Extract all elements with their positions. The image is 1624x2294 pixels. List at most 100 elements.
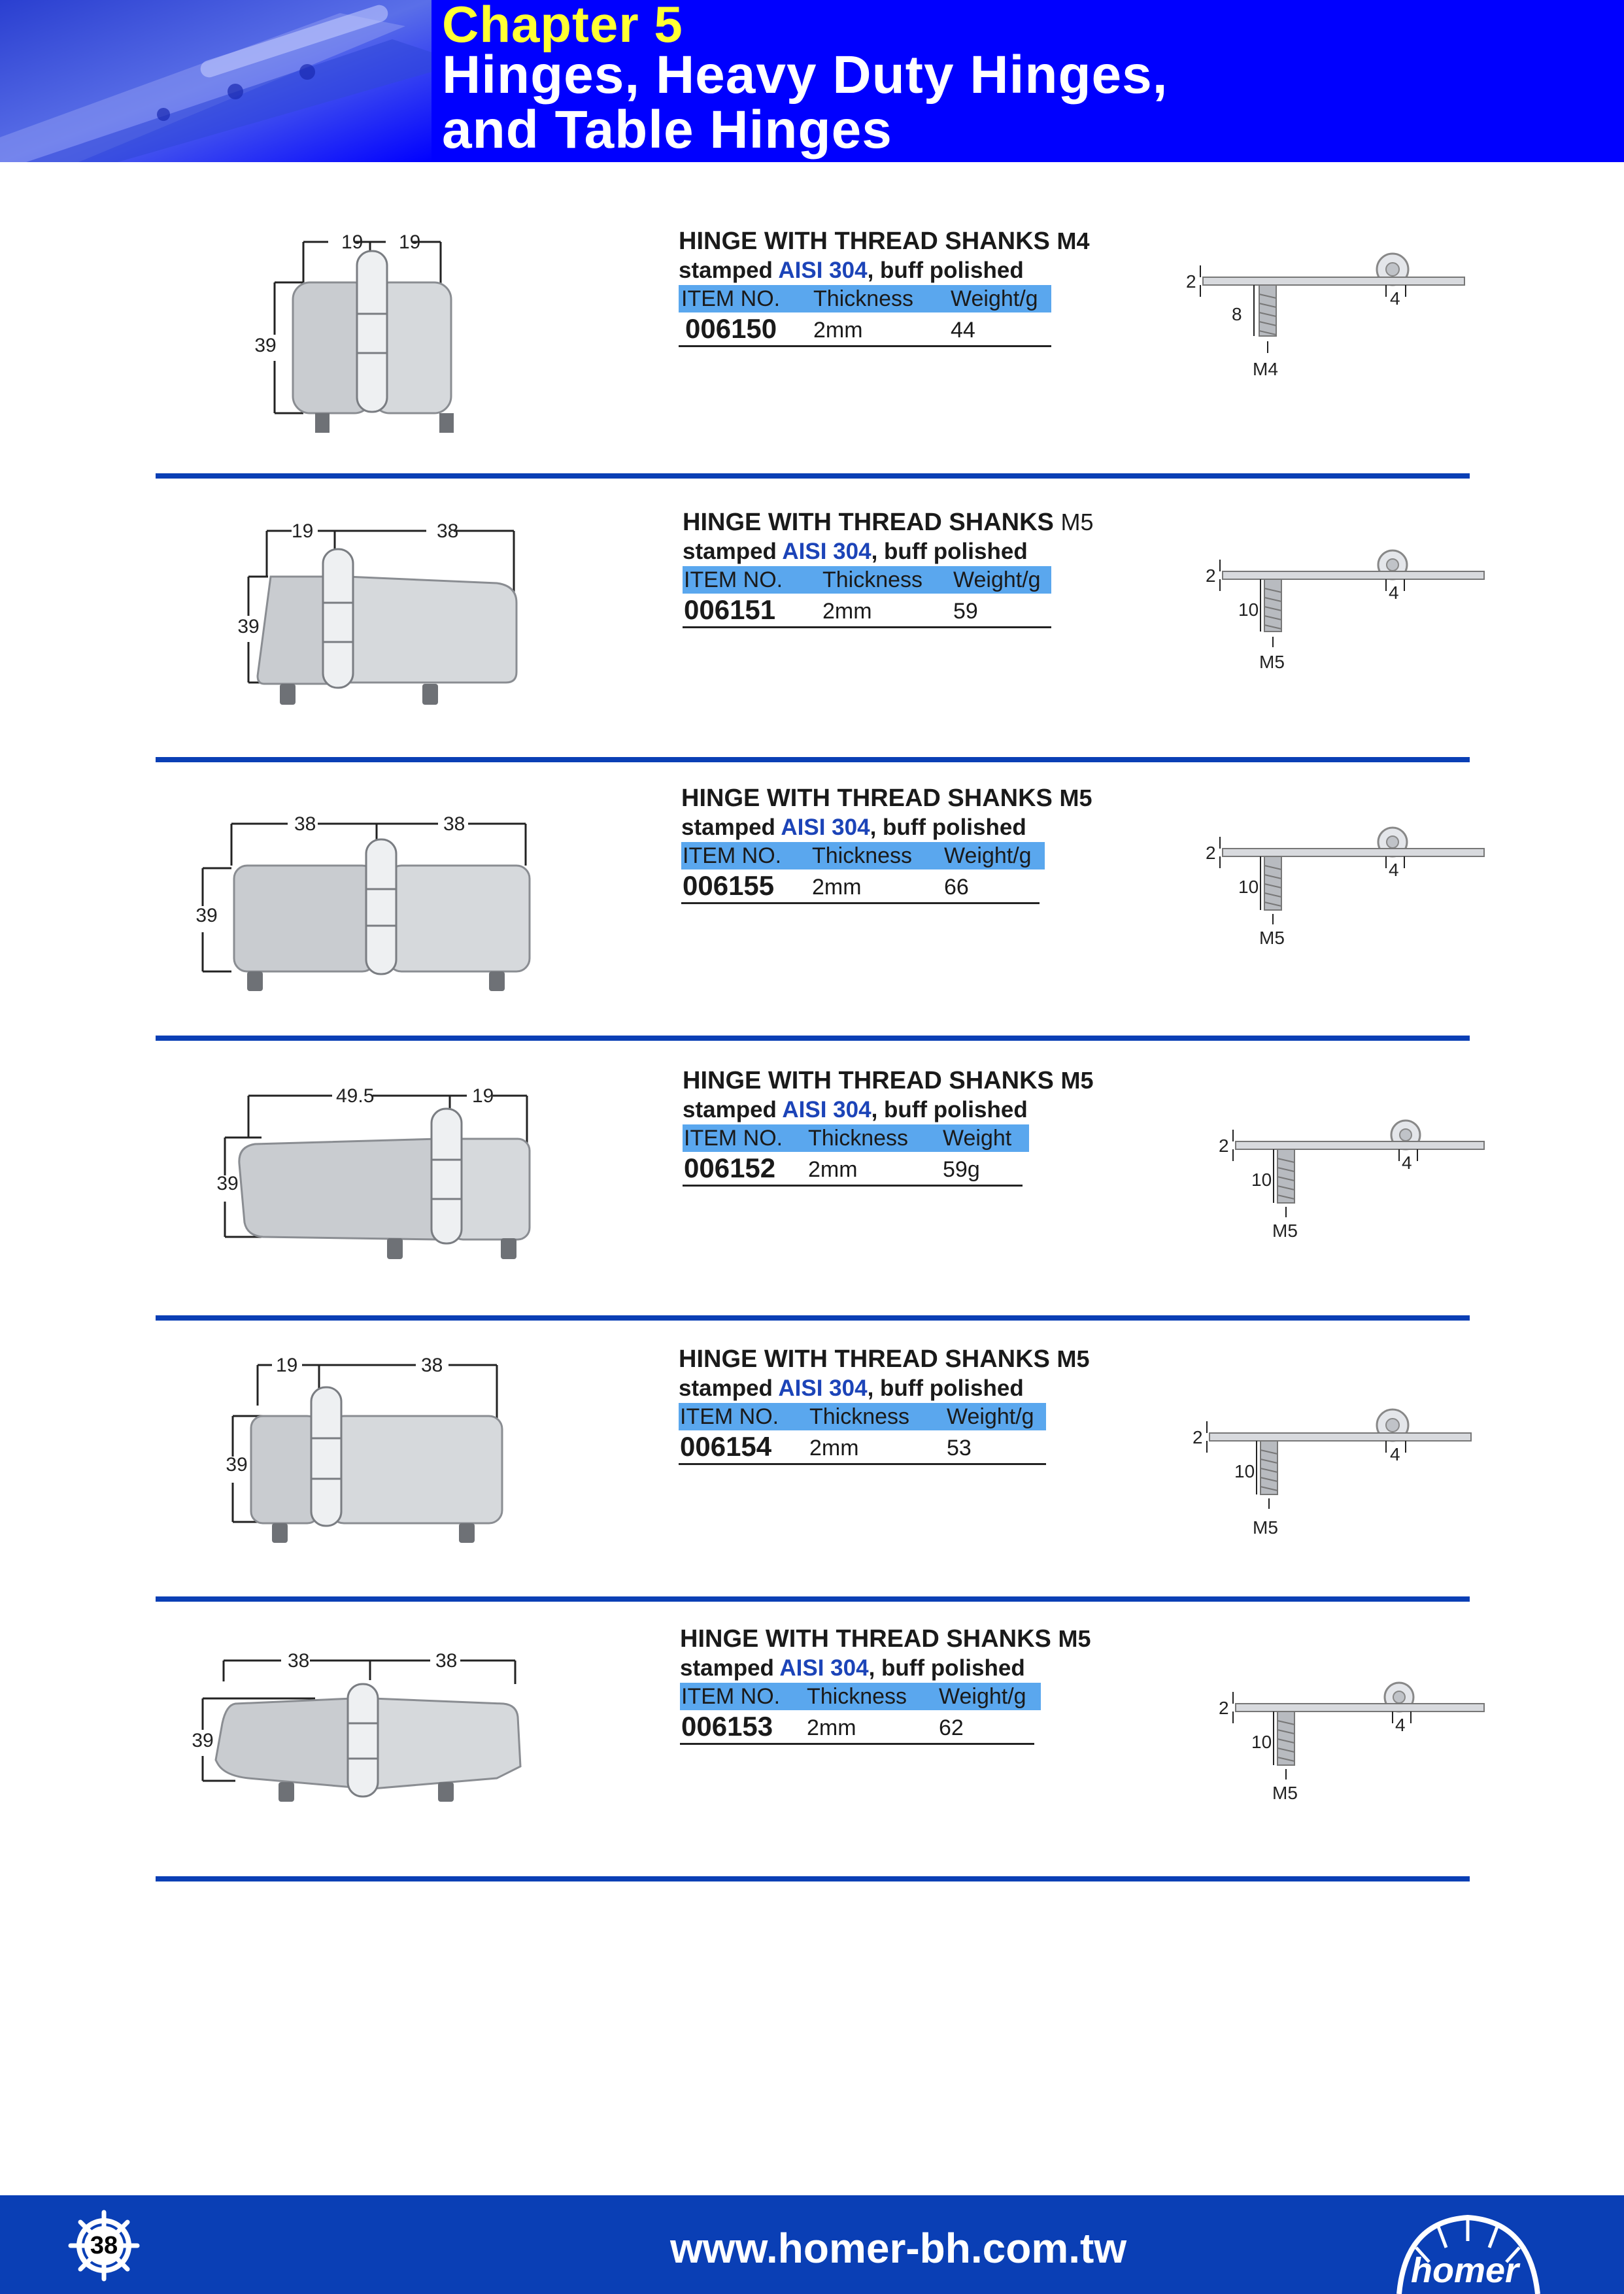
ship-wheel-icon — [68, 2210, 140, 2282]
material-pre: stamped — [679, 258, 779, 283]
item-number: 006151 — [684, 594, 776, 625]
material-pre: stamped — [680, 1655, 780, 1681]
thread-size: M5 — [1059, 784, 1092, 811]
dim-plate: 2 — [1193, 1427, 1203, 1447]
weight-value: 44 — [951, 318, 975, 343]
thickness-value: 2mm — [809, 1436, 859, 1460]
row-divider — [156, 1315, 1470, 1321]
dim-height: 39 — [254, 335, 276, 356]
dim-knuckle: 4 — [1390, 1444, 1400, 1464]
material-line: stamped AISI 304, buff polished — [683, 1097, 1088, 1124]
material-line: stamped AISI 304, buff polished — [681, 815, 1087, 842]
material-line: stamped AISI 304, buff polished — [683, 539, 1088, 566]
table-header: ITEM NO. Thickness Weight/g — [679, 1403, 1046, 1430]
material-line: stamped AISI 304, buff polished — [679, 258, 1084, 285]
col-weight: Weight/g — [951, 286, 1038, 311]
product-title: HINGE WITH THREAD SHANKS M5 — [683, 509, 1093, 539]
col-item: ITEM NO. — [684, 1126, 783, 1151]
material-grade: AISI 304 — [781, 815, 870, 840]
table-header: ITEM NO. Thickness Weight/g — [680, 1683, 1041, 1710]
title-text: HINGE WITH THREAD SHANKS — [683, 509, 1061, 536]
dim-knuckle: 4 — [1402, 1153, 1412, 1173]
chapter-title-line1: Hinges, Heavy Duty Hinges, — [442, 45, 1168, 105]
row-divider — [156, 1036, 1470, 1041]
material-post: , buff polished — [871, 1097, 1028, 1122]
material-pre: stamped — [683, 1097, 783, 1122]
product-title: HINGE WITH THREAD SHANKS M5 — [679, 1345, 1089, 1375]
col-weight: Weight/g — [944, 843, 1032, 868]
weight-value: 59g — [943, 1157, 980, 1182]
dim-thread: M5 — [1272, 1221, 1298, 1241]
item-number: 006154 — [680, 1431, 772, 1462]
col-thickness: Thickness — [812, 843, 913, 868]
chapter-label: Chapter 5 — [442, 0, 683, 53]
hinge-photo: 19 38 39 — [226, 1355, 503, 1543]
table-header: ITEM NO. Thickness Weight/g — [683, 566, 1051, 594]
product-row: 19 38 39 HINGE WITH THREAD SHANKS M5 sta… — [0, 505, 1624, 784]
dim-right: 19 — [472, 1085, 494, 1107]
page-number-badge: 38 — [68, 2210, 140, 2282]
spec-block: HINGE WITH THREAD SHANKS M5 stamped AISI… — [680, 1625, 1091, 1745]
spec-block: HINGE WITH THREAD SHANKS M4 stamped AISI… — [679, 228, 1089, 347]
dim-knuckle: 4 — [1390, 288, 1400, 309]
title-text: HINGE WITH THREAD SHANKS — [681, 784, 1060, 812]
thickness-value: 2mm — [808, 1157, 858, 1182]
logo-text: homer — [1411, 2251, 1519, 2290]
page-footer: 38 www.homer-bh.com.tw homer — [0, 2195, 1624, 2294]
material-grade: AISI 304 — [778, 258, 868, 283]
material-post: , buff polished — [867, 258, 1024, 283]
table-row: 006155 2mm 66 — [681, 869, 1040, 904]
cross-section-diagram: 2 4 8 M4 — [1186, 252, 1465, 379]
col-thickness: Thickness — [813, 286, 914, 311]
title-text: HINGE WITH THREAD SHANKS — [679, 1345, 1057, 1373]
logo-arc-icon — [1396, 2214, 1540, 2294]
website-url[interactable]: www.homer-bh.com.tw — [670, 2225, 1127, 2272]
product-row: 19 19 39 HINGE WITH THREAD SHANKS M4 sta… — [0, 222, 1624, 502]
item-number: 006155 — [683, 870, 775, 901]
thickness-value: 2mm — [812, 875, 862, 900]
hinge-photo: 49.5 19 39 — [216, 1085, 531, 1259]
chapter-header: Chapter 5 Hinges, Heavy Duty Hinges, and… — [0, 0, 1624, 162]
dim-thread: M4 — [1253, 359, 1278, 379]
thread-size: M5 — [1060, 509, 1094, 535]
col-weight: Weight/g — [947, 1404, 1034, 1429]
product-row: 19 38 39 HINGE WITH THREAD SHANKS M5 sta… — [0, 1345, 1624, 1625]
col-item: ITEM NO. — [680, 1404, 779, 1429]
thread-size: M5 — [1058, 1625, 1091, 1652]
table-header: ITEM NO. Thickness Weight — [683, 1124, 1029, 1152]
dim-left: 38 — [288, 1650, 309, 1672]
cross-section-diagram: 2 4 10 M5 — [1219, 1681, 1485, 1803]
product-row: 38 38 39 HINGE WITH THREAD SHANKS M5 sta… — [0, 1625, 1624, 1905]
table-header: ITEM NO. Thickness Weight/g — [681, 842, 1045, 869]
material-line: stamped AISI 304, buff polished — [680, 1655, 1085, 1683]
item-number: 006152 — [684, 1153, 776, 1183]
product-row: 49.5 19 39 HINGE WITH THREAD SHANKS M5 s… — [0, 1066, 1624, 1345]
thickness-value: 2mm — [813, 318, 863, 343]
material-post: , buff polished — [868, 1655, 1025, 1681]
dim-thread: M5 — [1259, 652, 1285, 672]
homer-logo: homer — [1386, 2208, 1549, 2294]
material-post: , buff polished — [870, 815, 1026, 840]
page-number: 38 — [90, 2232, 118, 2259]
cross-section-diagram: 2 4 10 M5 — [1219, 1119, 1485, 1241]
hinge-photo: 19 38 39 — [237, 520, 518, 705]
dim-right: 19 — [399, 231, 420, 253]
col-item: ITEM NO. — [681, 1684, 781, 1709]
material-post: , buff polished — [871, 539, 1028, 564]
hinge-photo: 38 38 39 — [192, 1650, 522, 1802]
material-grade: AISI 304 — [778, 1375, 868, 1401]
material-grade: AISI 304 — [782, 539, 871, 564]
title-text: HINGE WITH THREAD SHANKS — [679, 228, 1057, 255]
material-grade: AISI 304 — [782, 1097, 871, 1122]
title-text: HINGE WITH THREAD SHANKS — [683, 1067, 1061, 1094]
material-pre: stamped — [679, 1375, 779, 1401]
dim-height: 39 — [216, 1173, 238, 1194]
col-thickness: Thickness — [808, 1126, 909, 1151]
dim-left: 19 — [292, 520, 313, 542]
spec-block: HINGE WITH THREAD SHANKS M5 stamped AISI… — [681, 784, 1092, 904]
dim-right: 38 — [435, 1650, 457, 1672]
dim-plate: 2 — [1186, 271, 1196, 292]
hinge-photo: 38 38 39 — [195, 813, 531, 991]
dim-right: 38 — [437, 520, 458, 542]
dim-shank: 10 — [1238, 877, 1259, 897]
